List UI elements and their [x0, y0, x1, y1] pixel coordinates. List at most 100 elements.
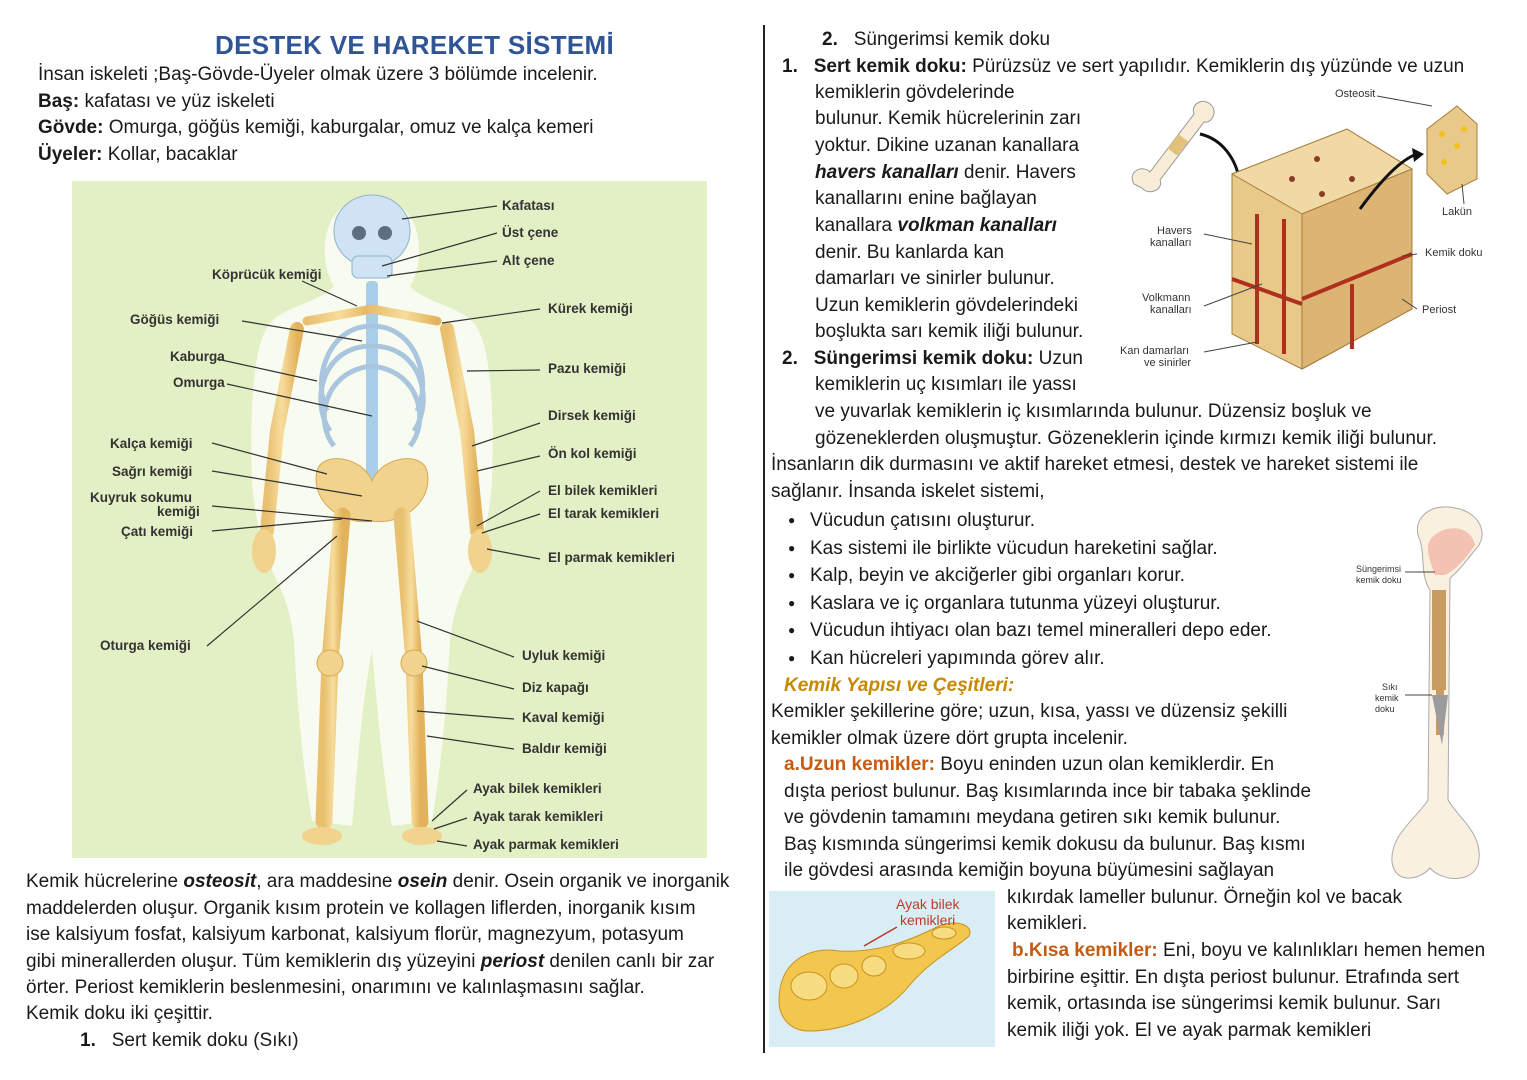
- label-siki-3: doku: [1375, 704, 1395, 714]
- paragraph-line: kemiklerin uç kısımları ile yassı: [815, 374, 1077, 395]
- label-sungerimsi-2: kemik doku: [1356, 575, 1402, 585]
- paragraph-line: maddelerden oluşur. Organik kısım protei…: [26, 898, 696, 919]
- paragraph-line: örter. Periost kemiklerin beslenmesini, …: [26, 977, 645, 998]
- paragraph-line: Uzun kemiklerin gövdelerindeki: [815, 295, 1078, 316]
- label-alt-cene: Alt çene: [502, 253, 555, 268]
- label-gogus: Göğüs kemiği: [130, 312, 220, 327]
- foot-drawing: [778, 922, 971, 1032]
- label-sagri: Sağrı kemiği: [112, 464, 193, 479]
- paragraph-line: kemikleri.: [1007, 913, 1088, 934]
- label-kan: Kan damarları: [1120, 345, 1190, 357]
- paragraph-line: İnsanların dik durmasını ve aktif hareke…: [771, 454, 1419, 475]
- paragraph-line: Kemik doku iki çeşittir.: [26, 1003, 213, 1024]
- label-kemik-doku: Kemik doku: [1425, 247, 1483, 259]
- label-volkmann-2: kanalları: [1150, 304, 1192, 316]
- label-omurga: Omurga: [173, 375, 225, 390]
- paragraph-line: denir. Bu kanlarda kan: [815, 242, 1005, 263]
- paragraph-line: yoktur. Dikine uzanan kanallara: [815, 135, 1080, 156]
- label-siki: Sıkı: [1382, 682, 1398, 692]
- list-item: Kalp, beyin ve akciğerler gibi organları…: [772, 562, 1272, 590]
- paragraph-line: ile gövdesi arasında kemiğin boyuna büyü…: [784, 860, 1275, 881]
- list-item: Kan hücreleri yapımında görev alır.: [772, 645, 1272, 673]
- label-kuyruk: Kuyruk sokumu: [90, 490, 193, 505]
- foot-figure: Ayak bilek kemikleri: [769, 891, 995, 1047]
- page-title: DESTEK VE HAREKET SİSTEMİ: [215, 30, 614, 60]
- label-uyluk: Uyluk kemiği: [522, 648, 606, 663]
- label-siki-2: kemik: [1375, 693, 1399, 703]
- paragraph-line: Kemikler şekillerine göre; uzun, kısa, y…: [771, 701, 1288, 722]
- head-line: Baş: kafatası ve yüz iskeleti: [38, 91, 275, 112]
- label-kan-2: ve sinirler: [1144, 357, 1192, 369]
- limbs-line: Üyeler: Kollar, bacaklar: [38, 144, 238, 165]
- label-ust-cene: Üst çene: [502, 225, 559, 240]
- label-on-kol: Ön kol kemiği: [548, 446, 637, 461]
- bone-tissue-drawing: [1131, 95, 1478, 370]
- label-el-tarak: El tarak kemikleri: [548, 506, 660, 521]
- label-dirsek: Dirsek kemiği: [548, 408, 636, 423]
- paragraph-line: kemik iliği yok. El ve ayak parmak kemik…: [1007, 1020, 1372, 1041]
- label-el-bilek: El bilek kemikleri: [548, 483, 658, 498]
- label-ayak-bilek-2: kemikleri: [900, 912, 956, 928]
- label-osteosit: Osteosit: [1335, 88, 1376, 100]
- sert-kemik-heading: 1. Sert kemik doku: Pürüzsüz ve sert yap…: [782, 56, 1465, 77]
- label-el-parmak: El parmak kemikleri: [548, 550, 675, 565]
- skeleton-drawing: [206, 194, 541, 847]
- function-list: Vücudun çatısını oluşturur. Kas sistemi …: [772, 507, 1272, 672]
- paragraph-line: ise kalsiyum fosfat, kalsiyum karbonat, …: [26, 924, 684, 945]
- bone-tissue-figure: Osteosit Lakün Havers kanalları Kemik do…: [1112, 84, 1492, 374]
- uzun-kemik-line: a.Uzun kemikler: Boyu eninden uzun olan …: [784, 754, 1275, 775]
- paragraph-line: damarları ve sinirler bulunur.: [815, 268, 1055, 289]
- label-sungerimsi: Süngerimsi: [1356, 564, 1402, 574]
- list-item: Kaslara ve iç organlara tutunma yüzeyi o…: [772, 590, 1272, 618]
- volkman-line: kanallara volkman kanalları: [815, 215, 1057, 236]
- osteosit-line: Kemik hücrelerine osteosit, ara maddesin…: [26, 871, 730, 892]
- list-item: Vücudun ihtiyacı olan bazı temel mineral…: [772, 617, 1272, 645]
- list-item: Vücudun çatısını oluşturur.: [772, 507, 1272, 535]
- label-kaval: Kaval kemiği: [522, 710, 605, 725]
- sungerimsi-heading: 2. Süngerimsi kemik doku: Uzun: [782, 348, 1083, 369]
- column-divider: [763, 25, 765, 1053]
- label-periost: Periost: [1422, 304, 1457, 316]
- periost-line: gibi minerallerden oluşur. Tüm kemikleri…: [26, 951, 715, 972]
- label-oturga: Oturga kemiği: [100, 638, 191, 653]
- paragraph-line: kemikler olmak üzere dört grupta incelen…: [771, 728, 1128, 749]
- label-pazu: Pazu kemiği: [548, 361, 627, 376]
- kisa-kemik-line: b.Kısa kemikler: Eni, boyu ve kalınlıkla…: [1012, 940, 1486, 961]
- paragraph-line: kemik, ortasında ise süngerimsi kemik bu…: [1007, 993, 1442, 1014]
- label-ayak-tarak: Ayak tarak kemikleri: [473, 809, 604, 824]
- paragraph-line: dışta periost bulunur. Baş kısımlarında …: [784, 781, 1312, 802]
- paragraph-line: kanallarını enine bağlayan: [815, 188, 1037, 209]
- skeleton-figure: Köprücük kemiği Göğüs kemiği Kaburga Omu…: [72, 181, 707, 858]
- label-volkmann: Volkmann: [1142, 292, 1191, 304]
- label-havers-2: kanalları: [1150, 237, 1192, 249]
- label-kalca: Kalça kemiği: [110, 436, 193, 451]
- paragraph-line: ve gövdenin tamamını meydana getiren sık…: [784, 807, 1281, 828]
- label-kafatasi: Kafatası: [502, 198, 555, 213]
- paragraph-line: kıkırdak lameller bulunur. Örneğin kol v…: [1007, 887, 1402, 908]
- paragraph-line: kemiklerin gövdelerinde: [815, 82, 1015, 103]
- label-kurek: Kürek kemiği: [548, 301, 633, 316]
- femur-drawing: [1391, 506, 1483, 879]
- label-havers: Havers: [1157, 225, 1192, 237]
- paragraph-line: sağlanır. İnsanda iskelet sistemi,: [771, 481, 1045, 502]
- list-item: Kas sistemi ile birlikte vücudun hareket…: [772, 535, 1272, 563]
- paragraph-line: Baş kısmında süngerimsi kemik dokusu da …: [784, 834, 1306, 855]
- havers-line: havers kanalları denir. Havers: [815, 162, 1076, 183]
- label-kopruculuk: Köprücük kemiği: [212, 267, 322, 282]
- list-item: 1. Sert kemik doku (Sıkı): [80, 1030, 299, 1051]
- label-ayak-parmak: Ayak parmak kemikleri: [473, 837, 619, 852]
- trunk-line: Gövde: Omurga, göğüs kemiği, kaburgalar,…: [38, 117, 594, 138]
- paragraph-line: gözeneklerden oluşmuştur. Gözeneklerin i…: [815, 428, 1438, 449]
- label-ayak-bilek: Ayak bilek: [896, 896, 960, 912]
- paragraph-line: boşlukta sarı kemik iliği bulunur.: [815, 321, 1084, 342]
- label-cati: Çatı kemiği: [121, 524, 194, 539]
- label-lakun: Lakün: [1442, 206, 1472, 218]
- paragraph-line: birbirine eşittir. En dışta periost bulu…: [1007, 967, 1460, 988]
- paragraph-line: bulunur. Kemik hücrelerinin zarı: [815, 108, 1082, 129]
- section-heading: Kemik Yapısı ve Çeşitleri:: [784, 675, 1015, 696]
- label-diz: Diz kapağı: [522, 680, 589, 695]
- intro-line: İnsan iskeleti ;Baş-Gövde-Üyeler olmak ü…: [38, 64, 598, 85]
- paragraph-line: ve yuvarlak kemiklerin iç kısımlarında b…: [815, 401, 1372, 422]
- label-kaburga: Kaburga: [170, 349, 225, 364]
- label-baldir: Baldır kemiği: [522, 741, 607, 756]
